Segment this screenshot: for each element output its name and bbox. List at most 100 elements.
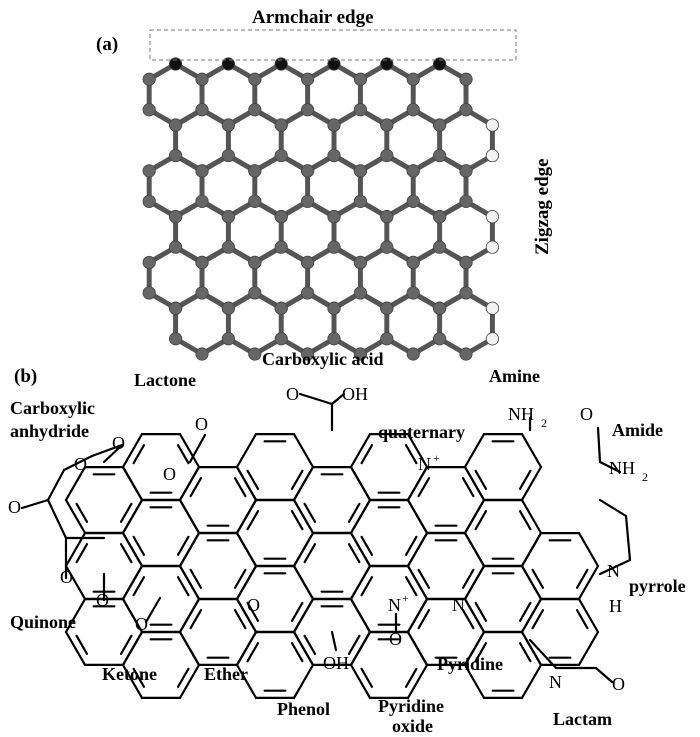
lattice-atom (380, 240, 394, 254)
double-bond-mark (404, 576, 418, 597)
ring-bond (406, 498, 429, 535)
lactone-label: Lactone (134, 370, 196, 390)
pyridine-label: Pyridine (437, 654, 503, 674)
double-bond-mark (360, 576, 374, 597)
atom-o-acid: O (286, 384, 299, 404)
ring-bond (520, 564, 543, 601)
atom-n-pyridine-oxide-charge: + (402, 591, 409, 605)
ring-bond (520, 498, 543, 535)
double-bond-mark (518, 469, 532, 490)
double-bond-mark (531, 609, 545, 630)
ring-bond (520, 663, 543, 700)
lattice-atom (274, 57, 288, 71)
amide-label: Amide (612, 420, 663, 440)
functional-group-structure (20, 392, 632, 700)
ring-bond (292, 531, 315, 568)
lattice-atom (221, 301, 236, 315)
double-bond-mark (461, 568, 475, 589)
lattice-atom (459, 164, 473, 178)
substituent-bond (528, 638, 558, 670)
lattice-atom (168, 148, 183, 163)
double-bond-mark (290, 469, 304, 490)
ring-bond (292, 597, 315, 634)
ring-bond (178, 630, 201, 667)
ring-bond (406, 597, 429, 634)
double-bond-mark (347, 543, 361, 564)
double-bond-mark (176, 667, 190, 688)
double-bond-mark (189, 568, 203, 589)
lattice-atom (142, 286, 156, 300)
lattice-atom (485, 332, 500, 346)
lattice-atom (353, 194, 368, 208)
atom-n-quaternary-charge: + (433, 451, 440, 465)
lattice-atom (485, 118, 500, 132)
lattice-atom (459, 103, 473, 117)
atom-nh-amide-sub: 2 (642, 470, 648, 484)
double-bond-mark (575, 568, 589, 589)
lattice-atom (406, 164, 420, 178)
double-bond-mark (474, 510, 488, 531)
lattice-atom (301, 286, 315, 300)
ring-bond (463, 465, 486, 502)
lattice-atom (248, 194, 262, 208)
pyridine-oxide-label-2: oxide (392, 716, 433, 736)
amine-label: Amine (489, 366, 540, 386)
ring-bond (121, 597, 144, 634)
lattice-atom (433, 240, 447, 254)
lattice-atom (327, 148, 341, 163)
ring-bond (463, 531, 486, 568)
double-bond-mark (461, 477, 475, 498)
lattice-atom (433, 118, 447, 132)
ring-bond (121, 465, 144, 502)
ring-bond (463, 663, 486, 700)
ring-bond (463, 432, 486, 469)
atom-h-pyrrole: H (609, 596, 622, 616)
armchair-edge-box (149, 29, 517, 61)
ring-bond (235, 564, 258, 601)
ring-bond (577, 597, 600, 634)
ring-bond (292, 432, 315, 469)
double-bond-mark (360, 444, 374, 465)
double-bond-mark (189, 477, 203, 498)
atom-n-pyrrole: N (607, 561, 620, 581)
pyridine-oxide-label-1: Pyridine (378, 696, 444, 716)
double-bond-mark (474, 469, 488, 490)
double-bond-mark (404, 667, 418, 688)
atom-o-anhydride-ring: O (74, 454, 87, 474)
double-bond-mark (518, 510, 532, 531)
atom-o-quinone-1: O (60, 567, 73, 587)
substituent-bond (20, 498, 50, 510)
lattice-atom (353, 72, 368, 86)
lattice-atom (248, 72, 262, 86)
lattice-atom (221, 57, 235, 71)
substituent-bond (90, 443, 124, 458)
double-bond-mark (518, 601, 532, 622)
substituent-bond (624, 514, 632, 562)
double-bond-mark (233, 568, 247, 589)
double-bond-mark (518, 642, 532, 663)
double-bond-mark (246, 469, 260, 490)
lattice-atom (274, 148, 288, 163)
lattice-atom (142, 72, 156, 86)
lattice-atom (248, 255, 262, 270)
ring-bond (406, 432, 429, 469)
atom-o-ketone: O (135, 614, 148, 634)
double-bond-mark (404, 535, 418, 556)
lattice-atom (168, 332, 183, 346)
lattice-atom (301, 194, 315, 208)
double-bond-mark (417, 609, 431, 630)
zigzag-edge-label: Zigzag edge (532, 158, 553, 255)
substituent-bond (330, 630, 338, 652)
lattice-atom (327, 332, 341, 346)
substituent-bond (298, 392, 334, 406)
ring-bond (178, 432, 201, 469)
ring-bond (121, 663, 144, 700)
substituent-bond (596, 426, 602, 464)
lattice-atom (142, 164, 156, 178)
ring-bond (235, 663, 258, 700)
double-bond-mark (404, 444, 418, 465)
ring-bond (235, 597, 258, 634)
ring-bond (406, 663, 429, 700)
lattice-atom (406, 347, 420, 361)
pyrrole-label: pyrrole (629, 576, 686, 596)
